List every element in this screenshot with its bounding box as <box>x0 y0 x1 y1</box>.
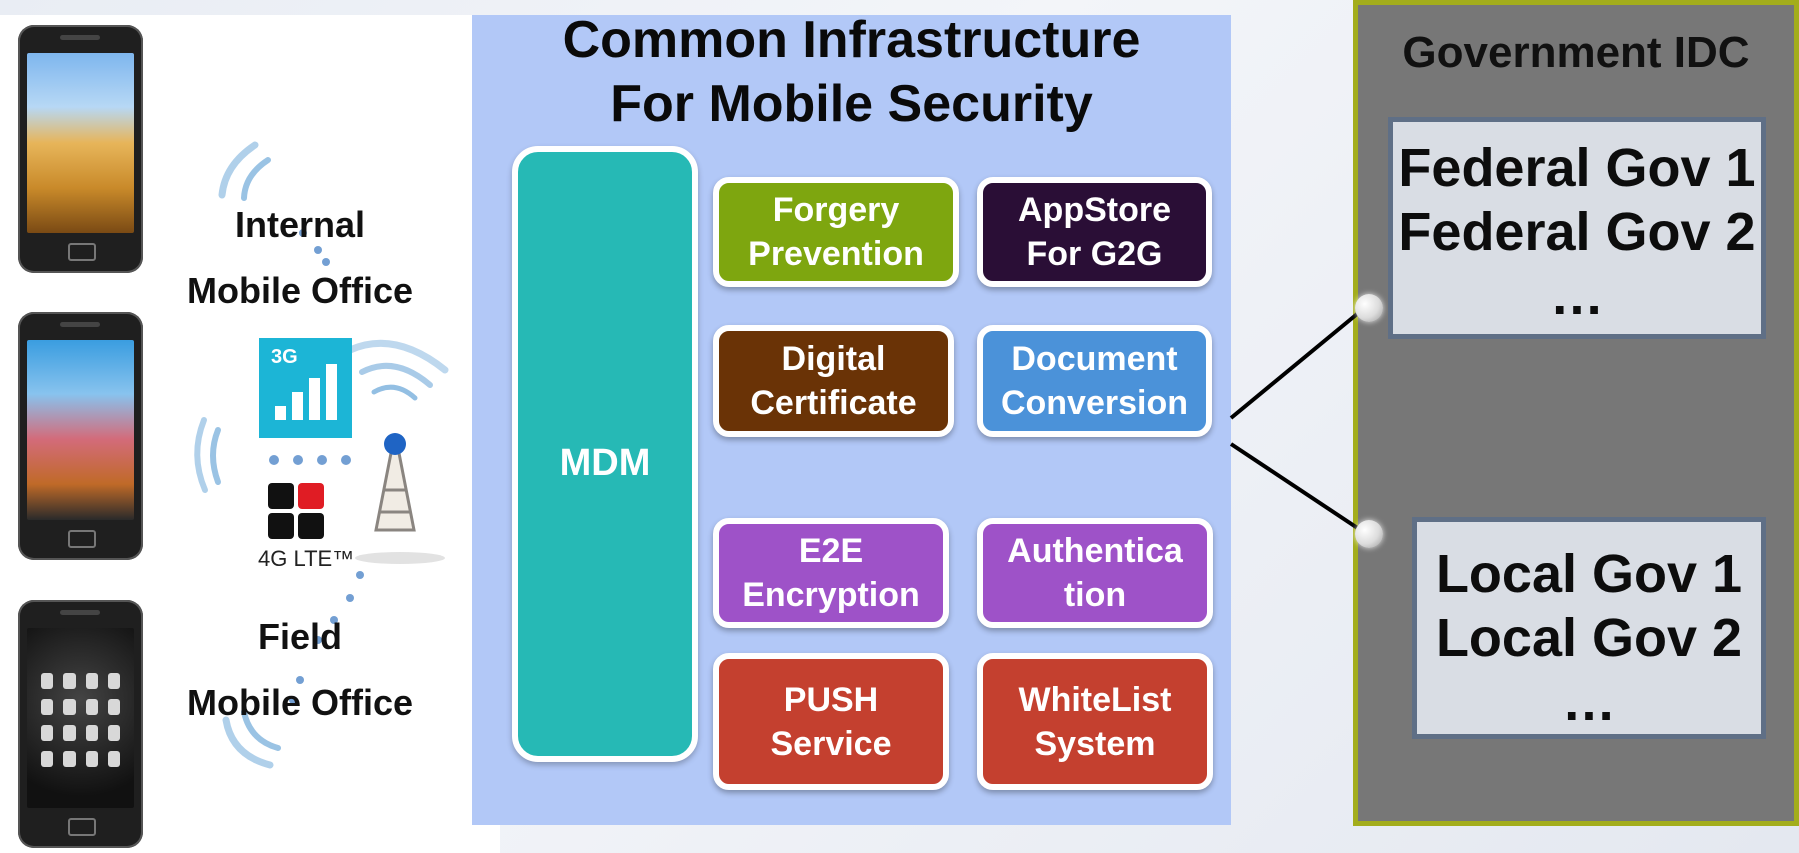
digital-certificate-label: Digital Certificate <box>750 340 917 422</box>
wireless-waves-icon <box>194 141 449 769</box>
3g-label: 3G <box>271 346 298 368</box>
federal-connector-node <box>1355 294 1383 322</box>
whitelist-system-label: WhiteList System <box>1018 680 1172 763</box>
phone-screen-apps <box>27 628 134 808</box>
e2e-encryption-box: E2E Encryption <box>713 518 949 628</box>
mdm-block: MDM <box>512 146 698 762</box>
cell-tower-icon <box>355 433 445 564</box>
phone-speaker <box>60 35 100 40</box>
document-conversion-label: Document Conversion <box>1000 340 1189 422</box>
phone-field-image <box>18 600 143 848</box>
federal-gov-more-label: … <box>1550 266 1604 326</box>
phone-screen-desert <box>27 53 134 233</box>
phone-screen-people <box>27 340 134 520</box>
phone-speaker <box>60 322 100 327</box>
forgery-prevention-box: Forgery Prevention <box>713 177 959 287</box>
forgery-prevention-label: Forgery Prevention <box>748 191 924 273</box>
e2e-encryption-label: E2E Encryption <box>742 532 920 614</box>
push-service-label: PUSH Service <box>770 680 892 763</box>
appstore-g2g-box: AppStore For G2G <box>977 177 1212 287</box>
phone-internal-image <box>18 25 143 273</box>
push-service-box: PUSH Service <box>713 653 949 790</box>
local-gov-2-label: Local Gov 2 <box>1435 608 1743 668</box>
phone-speaker <box>60 610 100 615</box>
phone-home-button <box>68 243 96 261</box>
local-connector-node <box>1355 520 1383 548</box>
federal-gov-box: Federal Gov 1 Federal Gov 2 … <box>1388 117 1766 339</box>
federal-gov-2-label: Federal Gov 2 <box>1398 202 1756 262</box>
lte-logo-icon <box>268 483 326 541</box>
local-gov-more-label: … <box>1562 672 1616 732</box>
field-label: Field <box>257 616 342 657</box>
lte-label: 4G LTE™ <box>258 546 355 571</box>
connector-local <box>1229 442 1370 537</box>
phone-network-image <box>18 312 143 560</box>
local-gov-1-label: Local Gov 1 <box>1435 544 1743 604</box>
authentication-label: Authentica tion <box>1007 532 1183 614</box>
appstore-g2g-label: AppStore For G2G <box>1018 191 1171 273</box>
authentication-box: Authentica tion <box>977 518 1213 628</box>
internal-label: Internal <box>234 204 366 245</box>
field-mobile-office-label: Mobile Office <box>186 682 414 723</box>
government-idc-title: Government IDC <box>1402 28 1750 77</box>
phone-home-button <box>68 530 96 548</box>
federal-gov-1-label: Federal Gov 1 <box>1398 138 1756 198</box>
app-icon-grid <box>41 673 120 767</box>
digital-certificate-box: Digital Certificate <box>713 325 954 437</box>
document-conversion-box: Document Conversion <box>977 325 1212 437</box>
internal-mobile-office-label: Mobile Office <box>186 270 414 311</box>
title-line-2: For Mobile Security <box>610 75 1093 133</box>
local-gov-box: Local Gov 1 Local Gov 2 … <box>1412 517 1766 739</box>
phone-home-button <box>68 818 96 836</box>
infrastructure-title: Common Infrastructure For Mobile Securit… <box>472 8 1231 136</box>
connector-federal <box>1229 303 1370 420</box>
title-line-1: Common Infrastructure <box>562 11 1141 69</box>
mdm-label: MDM <box>559 442 651 484</box>
whitelist-system-box: WhiteList System <box>977 653 1213 790</box>
3g-signal-icon: 3G <box>259 338 352 438</box>
